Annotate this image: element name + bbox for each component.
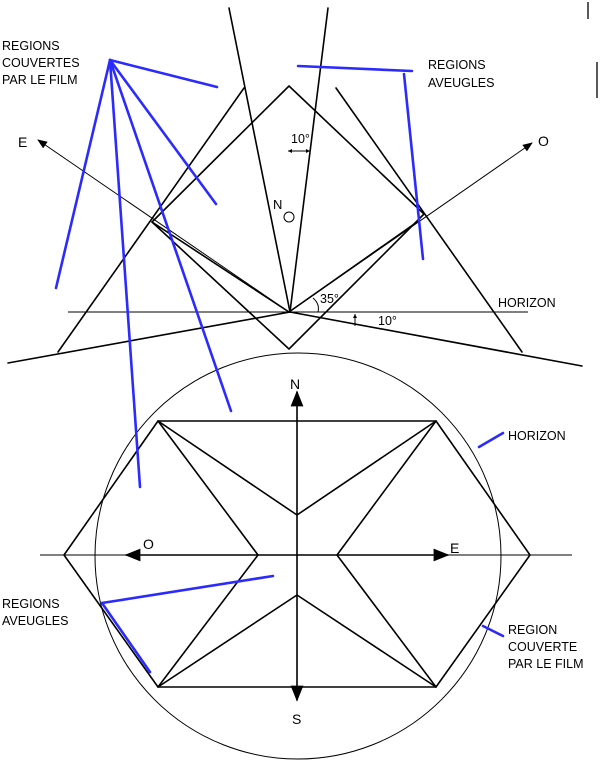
label-horizon-top: HORIZON bbox=[498, 296, 556, 310]
star-right bbox=[336, 420, 437, 688]
callout-horizon-bottom bbox=[477, 431, 505, 449]
label-regions-aveugles-bottom-1: REGIONS bbox=[2, 597, 60, 611]
horizon-circle bbox=[94, 352, 502, 760]
callout-aveugles-bottom-1 bbox=[100, 574, 275, 605]
callout-lines bbox=[54, 58, 505, 674]
north-marker-circle bbox=[283, 211, 295, 223]
arc-10-arrow bbox=[353, 314, 357, 318]
label-n-top: N bbox=[273, 197, 282, 212]
star-left bbox=[157, 420, 259, 688]
wide-cone-right bbox=[289, 311, 583, 367]
label-regions-couvertes-1: REGIONS bbox=[2, 39, 60, 53]
dim-arrow-left bbox=[288, 149, 292, 153]
callout-couvertes-2 bbox=[108, 58, 218, 206]
dim-arrow-right bbox=[306, 149, 310, 153]
label-s-bottom: S bbox=[292, 711, 301, 727]
label-regions-couvertes-2: COUVERTES bbox=[2, 56, 80, 70]
label-region-couverte-1: REGION bbox=[508, 623, 557, 637]
label-regions-aveugles-top-1: REGIONS bbox=[428, 58, 486, 72]
label-regions-aveugles-top-2: AVEUGLES bbox=[428, 76, 494, 90]
view-cone-right bbox=[289, 7, 329, 313]
view-cone-left bbox=[228, 7, 291, 313]
callout-aveugles-bottom-2 bbox=[100, 601, 152, 674]
label-regions-aveugles-bottom-2: AVEUGLES bbox=[2, 614, 68, 628]
callout-aveugles-top-2 bbox=[402, 72, 425, 261]
callout-couvertes-4 bbox=[108, 58, 233, 413]
callout-couvertes-3 bbox=[54, 58, 112, 290]
arc-35 bbox=[312, 297, 319, 313]
big-triangle-right bbox=[335, 87, 523, 353]
label-o-top: O bbox=[538, 133, 549, 149]
label-horizon-bottom: HORIZON bbox=[508, 429, 566, 443]
callout-couvertes-1 bbox=[108, 58, 219, 89]
callout-region-couverte bbox=[481, 624, 505, 638]
label-regions-couvertes-3: PAR LE FILM bbox=[2, 73, 77, 87]
ray-left bbox=[151, 221, 290, 313]
label-angle-10-right: 10° bbox=[378, 314, 397, 328]
callout-aveugles-top-1 bbox=[296, 64, 414, 73]
diamond bbox=[151, 85, 425, 350]
label-region-couverte-3: PAR LE FILM bbox=[508, 657, 583, 671]
callout-couvertes-5 bbox=[108, 58, 142, 489]
label-o-bottom: O bbox=[143, 536, 154, 552]
axis-o-arrow bbox=[288, 142, 533, 313]
top-diagram: E O N 10° 35° 10° HORIZON REGIONS COUVER… bbox=[2, 7, 583, 367]
axis-e-arrow bbox=[37, 139, 290, 313]
label-e-top: E bbox=[18, 134, 27, 150]
label-region-couverte-2: COUVERTE bbox=[508, 640, 577, 654]
label-angle-35: 35° bbox=[320, 292, 339, 306]
big-triangle-left bbox=[57, 87, 245, 353]
label-angle-10-top: 10° bbox=[291, 132, 310, 146]
label-e-bottom: E bbox=[450, 540, 459, 556]
bottom-diagram: N S O E HORIZON REGIONS AVEUGLES REGION … bbox=[2, 352, 583, 760]
wide-cone-left bbox=[7, 311, 291, 364]
label-n-bottom: N bbox=[290, 376, 300, 392]
